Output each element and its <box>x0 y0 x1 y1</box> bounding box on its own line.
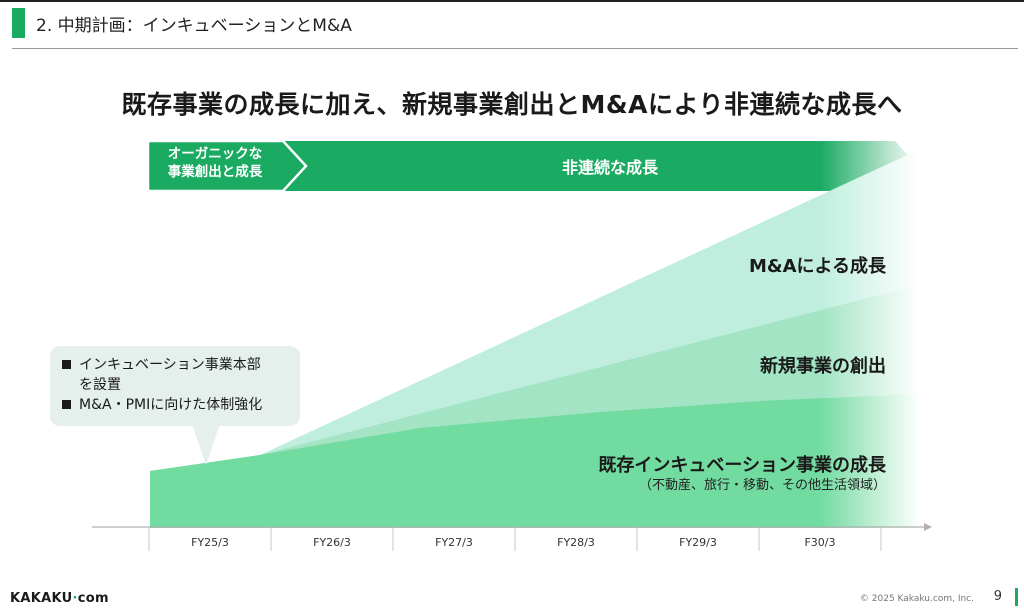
callout-text: インキュベーション事業本部 を設置 M&A・PMIに向けた体制強化 <box>62 355 262 415</box>
ribbon-organic-line1: オーガニックな <box>167 146 263 162</box>
band-existing <box>150 394 918 528</box>
timeline-label: FY28/3 <box>557 536 595 549</box>
section-title: 2. 中期計画：インキュベーションとM&A <box>36 16 352 36</box>
right-fade <box>820 141 920 528</box>
top-border <box>0 0 1024 2</box>
timeline-label: F30/3 <box>804 536 836 549</box>
logo-suffix: com <box>77 591 109 606</box>
band-label-existing: 既存インキュベーション事業の成長 <box>598 455 886 476</box>
axis-arrow <box>924 523 932 531</box>
band-label-ma: M&Aによる成長 <box>749 256 886 277</box>
timeline-label: FY27/3 <box>435 536 473 549</box>
ribbon-organic-line2: 事業創出と成長 <box>167 164 263 180</box>
bullet-square-icon <box>62 400 71 409</box>
callout-box <box>50 346 300 426</box>
callout-item-2-text: M&A・PMIに向けた体制強化 <box>79 397 263 413</box>
page-number: 9 <box>993 589 1002 604</box>
timeline-label: FY26/3 <box>313 536 351 549</box>
timeline-label: FY25/3 <box>191 536 229 549</box>
callout-item-1-text: インキュベーション事業本部 <box>79 357 261 373</box>
callout-pointer <box>192 424 220 465</box>
bullet-square-icon <box>62 360 71 369</box>
page-accent-bar <box>1015 588 1018 606</box>
ribbon-discontinuous-label: 非連続な成長 <box>561 158 658 177</box>
callout-item-2: M&A・PMIに向けた体制強化 <box>62 395 262 415</box>
band-label-new-business: 新規事業の創出 <box>760 356 886 377</box>
company-logo: KAKAKU·com <box>10 591 109 606</box>
slide-headline: 既存事業の成長に加え、新規事業創出とM&Aにより非連続な成長へ <box>121 90 903 119</box>
ribbon-discontinuous <box>270 141 918 191</box>
ribbon-organic <box>146 139 308 193</box>
logo-main: KAKAKU <box>10 591 73 606</box>
band-label-existing-sub: （不動産、旅行・移動、その他生活領域） <box>638 478 886 493</box>
header-divider <box>12 48 1018 49</box>
callout-item-1: インキュベーション事業本部 <box>62 355 262 375</box>
header-accent-bar <box>12 8 25 38</box>
copyright: © 2025 Kakaku.com, Inc. <box>859 594 974 604</box>
timeline-label: FY29/3 <box>679 536 717 549</box>
logo-dot: · <box>72 591 78 606</box>
ribbon-organic-label: オーガニックな 事業創出と成長 <box>150 145 280 181</box>
callout-item-1-cont: を設置 <box>79 377 121 393</box>
